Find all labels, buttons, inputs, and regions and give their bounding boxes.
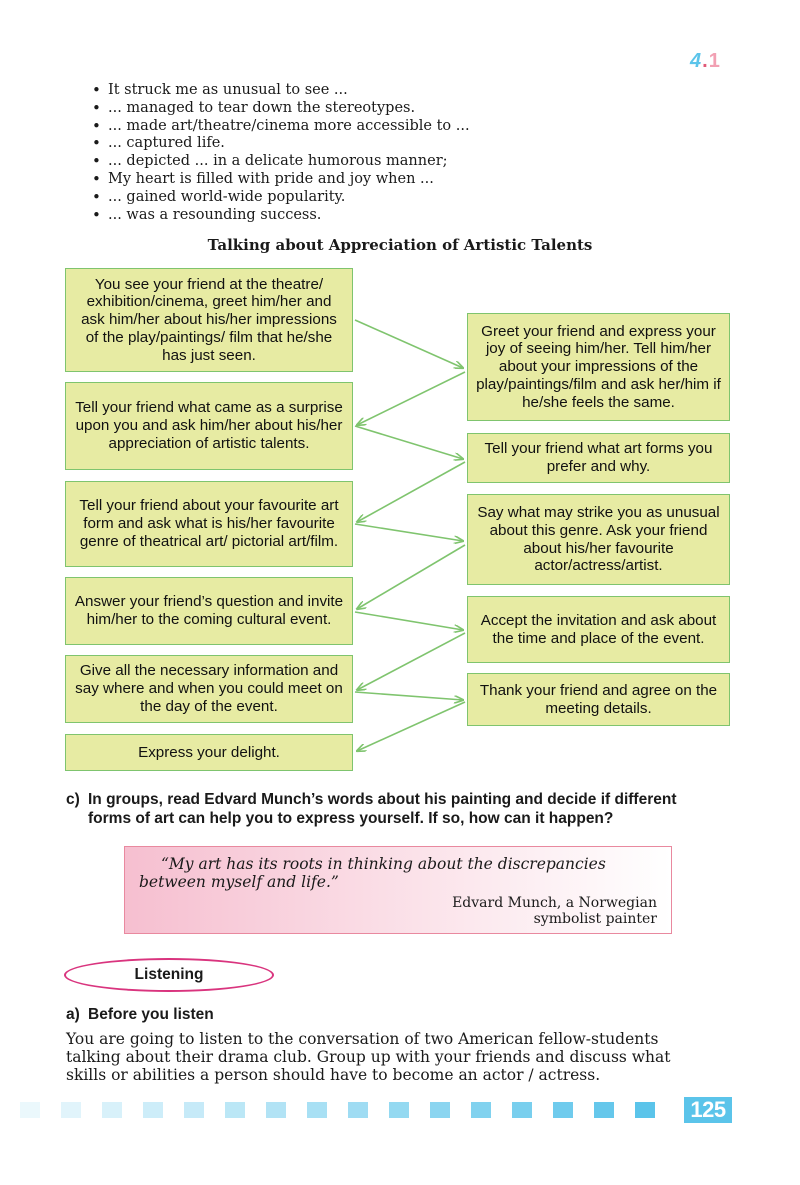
task-c-label: c): [66, 791, 80, 808]
munch-quote-box: “My art has its roots in thinking about …: [124, 846, 672, 934]
phrase-item: It struck me as unusual to see ...: [92, 82, 732, 100]
strip-square: [102, 1102, 122, 1118]
page-number: 125: [684, 1097, 732, 1123]
task-c-instructions: c) In groups, read Edvard Munch’s words a…: [66, 790, 746, 828]
listening-intro-paragraph: You are going to listen to the conversat…: [66, 1030, 736, 1084]
strip-square: [553, 1102, 573, 1118]
dialogue-box-left-3: Tell your friend about your favourite ar…: [65, 481, 353, 567]
phrase-item: ... gained world-wide popularity.: [92, 189, 732, 207]
dialogue-box-left-4: Answer your friend’s question and invite…: [65, 577, 353, 645]
decorative-square-strip: [20, 1102, 680, 1118]
strip-square: [143, 1102, 163, 1118]
strip-square: [389, 1102, 409, 1118]
arrow-right5-to-left6: [357, 701, 466, 751]
dialogue-box-right-4: Accept the invitation and ask about the …: [467, 596, 730, 663]
strip-square: [307, 1102, 327, 1118]
strip-square: [512, 1102, 532, 1118]
unit-subnumber: 1: [708, 50, 721, 72]
strip-square: [635, 1102, 655, 1118]
arrow-left5-to-right5: [354, 691, 463, 700]
phrase-item: ... depicted ... in a delicate humorous …: [92, 153, 732, 171]
dialogue-box-right-3: Say what may strike you as unusual about…: [467, 494, 730, 585]
strip-square: [471, 1102, 491, 1118]
unit-dot: .: [702, 50, 709, 72]
arrow-left2-to-right2: [354, 425, 463, 459]
phrase-item: ... managed to tear down the stereotypes…: [92, 100, 732, 118]
quote-line-2: between myself and life.”: [139, 873, 339, 891]
phrase-item: ... was a resounding success.: [92, 207, 732, 225]
quote-author-line-2: symbolist painter: [533, 911, 657, 927]
dialogue-box-right-5: Thank your friend and agree on the meeti…: [467, 673, 730, 726]
phrase-item: My heart is filled with pride and joy wh…: [92, 171, 732, 189]
phrase-item: ... captured life.: [92, 135, 732, 153]
before-you-listen-heading: a) Before you listen: [66, 1006, 214, 1024]
quote-author-line-1: Edvard Munch, a Norwegian: [452, 895, 657, 911]
quote-text: “My art has its roots in thinking about …: [139, 855, 657, 891]
useful-phrases-list: It struck me as unusual to see ... ... m…: [92, 82, 732, 224]
arrow-left4-to-right4: [354, 611, 463, 630]
arrow-left1-to-right1: [354, 319, 463, 368]
dialogue-box-left-1: You see your friend at the theatre/ exhi…: [65, 268, 353, 372]
dialogue-box-right-1: Greet your friend and express your joy o…: [467, 313, 730, 421]
arrow-right1-to-left2: [357, 371, 466, 425]
strip-square: [594, 1102, 614, 1118]
task-c-line-2: forms of art can help you to express you…: [88, 810, 614, 827]
intro-line: You are going to listen to the conversat…: [66, 1030, 659, 1048]
strip-square: [184, 1102, 204, 1118]
strip-square: [225, 1102, 245, 1118]
quote-author: Edvard Munch, a Norwegian symbolist pain…: [139, 895, 657, 927]
arrow-right4-to-left5: [357, 632, 466, 690]
intro-line: skills or abilities a person should have…: [66, 1066, 601, 1084]
strip-square: [61, 1102, 81, 1118]
section-title: Talking about Appreciation of Artistic T…: [207, 236, 593, 254]
listening-heading: Listening: [64, 958, 274, 992]
dialogue-box-right-2: Tell your friend what art forms you pref…: [467, 433, 730, 483]
quote-line-1: “My art has its roots in thinking about …: [161, 855, 606, 873]
dialogue-box-left-6: Express your delight.: [65, 734, 353, 771]
strip-square: [348, 1102, 368, 1118]
arrow-right3-to-left4: [357, 544, 466, 609]
before-listen-text: Before you listen: [88, 1006, 214, 1023]
before-listen-label: a): [66, 1006, 80, 1023]
task-c-line-1: In groups, read Edvard Munch’s words abo…: [88, 791, 677, 808]
arrow-right2-to-left3: [357, 461, 466, 522]
phrase-item: ... made art/theatre/cinema more accessi…: [92, 118, 732, 136]
strip-square: [430, 1102, 450, 1118]
intro-line: talking about their drama club. Group up…: [66, 1048, 671, 1066]
arrow-left3-to-right3: [354, 523, 463, 541]
dialogue-box-left-5: Give all the necessary information and s…: [65, 655, 353, 723]
strip-square: [20, 1102, 40, 1118]
dialogue-box-left-2: Tell your friend what came as a surprise…: [65, 382, 353, 470]
unit-marker: 4.1: [690, 50, 721, 73]
unit-number: 4: [690, 50, 703, 72]
strip-square: [266, 1102, 286, 1118]
